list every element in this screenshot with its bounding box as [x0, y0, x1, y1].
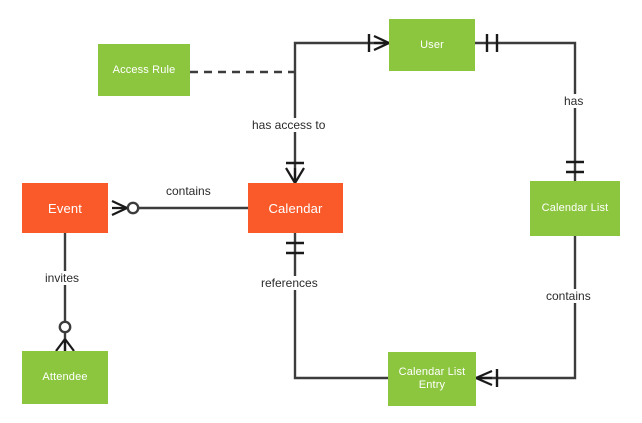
edge-label-contains-event-calendar: contains — [163, 184, 214, 198]
edge-label-text: contains — [166, 184, 211, 198]
edge-label-references: references — [258, 276, 321, 290]
entity-calendar[interactable]: Calendar — [248, 183, 343, 233]
entity-label: Attendee — [42, 371, 88, 383]
cardinality-event-zero-or-many — [111, 200, 140, 216]
edge-label-has-access-to: has access to — [249, 118, 329, 132]
edge-label-text: has access to — [252, 118, 326, 132]
cardinality-user-one-and-only-one — [485, 34, 499, 52]
edge-has-access-to — [293, 41, 389, 183]
entity-calendar-list[interactable]: Calendar List — [530, 181, 620, 236]
entity-label: Calendar List — [541, 202, 609, 214]
entity-label: Event — [48, 200, 82, 216]
edge-label-invites: invites — [42, 271, 83, 285]
cardinality-calendar-one-or-many — [285, 161, 305, 184]
entity-label: Access Rule — [112, 63, 176, 76]
entity-access-rule[interactable]: Access Rule — [98, 44, 190, 96]
cardinality-user-one-or-many — [367, 34, 390, 52]
entity-label: User — [420, 38, 444, 51]
edge-label-text: has — [564, 94, 584, 108]
entity-event[interactable]: Event — [22, 183, 108, 233]
cardinality-attendee-zero-or-many — [55, 320, 75, 352]
entity-label: Calendar — [268, 200, 323, 216]
edge-contains-list-entry — [476, 236, 577, 380]
edge-has — [475, 41, 577, 181]
entity-user[interactable]: User — [389, 19, 475, 71]
edge-label-text: references — [261, 276, 318, 290]
edge-label-text: invites — [45, 271, 80, 285]
cardinality-calendar-list-one-and-only-one — [566, 160, 584, 174]
edge-label-has: has — [561, 94, 587, 108]
cardinality-calendar-bottom-one-and-only-one — [286, 241, 304, 255]
edge-references — [293, 233, 388, 380]
edge-label-text: contains — [546, 289, 591, 303]
edge-label-contains-list-entry: contains — [543, 289, 594, 303]
entity-label: Calendar List Entry — [398, 366, 466, 391]
entity-attendee[interactable]: Attendee — [22, 351, 108, 404]
cardinality-cal-list-entry-one-or-many — [475, 369, 499, 387]
entity-calendar-list-entry[interactable]: Calendar List Entry — [388, 352, 476, 406]
